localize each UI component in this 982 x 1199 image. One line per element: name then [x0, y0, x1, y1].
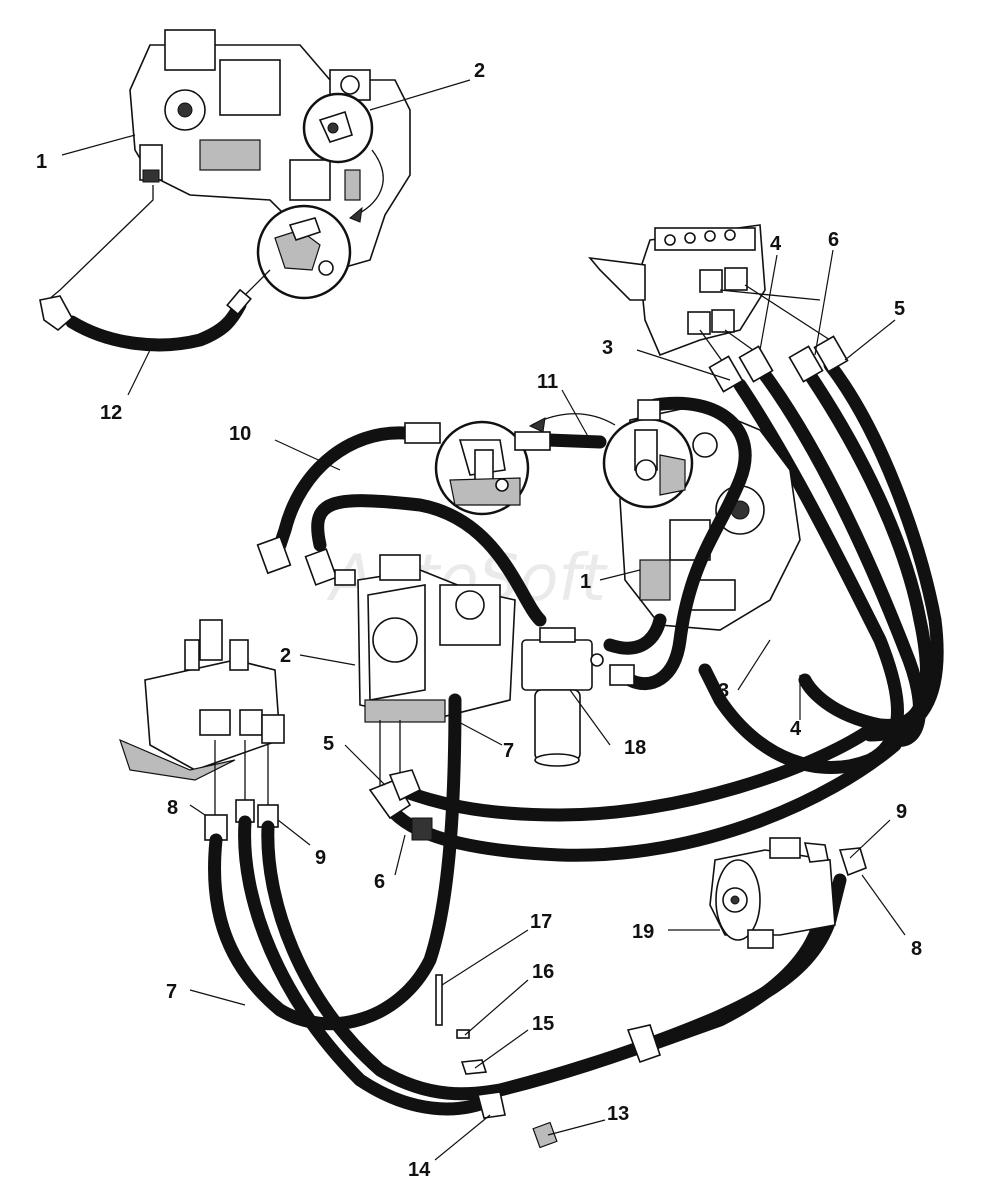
callout-1: 1: [36, 151, 47, 173]
callout-13: 13: [607, 1103, 629, 1125]
callout-9: 9: [315, 847, 326, 869]
callout-11: 11: [537, 371, 558, 393]
callout-3: 3: [718, 680, 729, 702]
hoses-3-4-5-6: [698, 284, 944, 774]
callout-18: 18: [624, 737, 646, 759]
callout-8: 8: [167, 797, 178, 819]
callout-7: 7: [166, 981, 177, 1003]
callout-5: 5: [894, 298, 905, 320]
callout-10: 10: [229, 423, 251, 445]
motor-19: [709, 837, 867, 949]
detail-circle-center-right: [602, 417, 694, 509]
control-valve-top-right: [588, 224, 766, 357]
hoses-5-6-lower: [368, 720, 902, 862]
callout-3: 3: [602, 337, 613, 359]
callout-2: 2: [280, 645, 291, 667]
callout-12: 12: [100, 402, 122, 424]
callout-labels: 1 1 2 2 3 3 4 4 5 5 6 6 7 7 8 8 9 9 10 1…: [36, 60, 922, 1181]
clamp-parts: [435, 974, 662, 1149]
callout-14: 14: [408, 1159, 431, 1181]
detail-circle-center-left: [434, 420, 530, 516]
callout-9: 9: [896, 801, 907, 823]
hoses-10-11: [256, 396, 752, 691]
callout-16: 16: [532, 961, 554, 983]
callout-2: 2: [474, 60, 485, 82]
callout-19: 19: [632, 921, 654, 943]
detail-circle-top-small: [302, 92, 374, 164]
callout-17: 17: [530, 911, 552, 933]
filter-18: [521, 627, 604, 767]
callout-15: 15: [532, 1013, 554, 1035]
callout-8: 8: [911, 938, 922, 960]
callout-1: 1: [580, 571, 591, 593]
hoses-7-8-9: [204, 693, 847, 1116]
callout-4: 4: [770, 233, 782, 255]
detail-circle-top-large: [256, 204, 352, 300]
callout-6: 6: [828, 229, 839, 251]
valve-2: [334, 554, 516, 723]
leader-lines: [61, 79, 906, 1161]
callout-4: 4: [790, 718, 802, 740]
callout-7: 7: [503, 740, 514, 762]
callout-6: 6: [374, 871, 385, 893]
callout-5: 5: [323, 733, 334, 755]
hose-12: [39, 185, 271, 352]
valve-block-left: [119, 619, 285, 781]
